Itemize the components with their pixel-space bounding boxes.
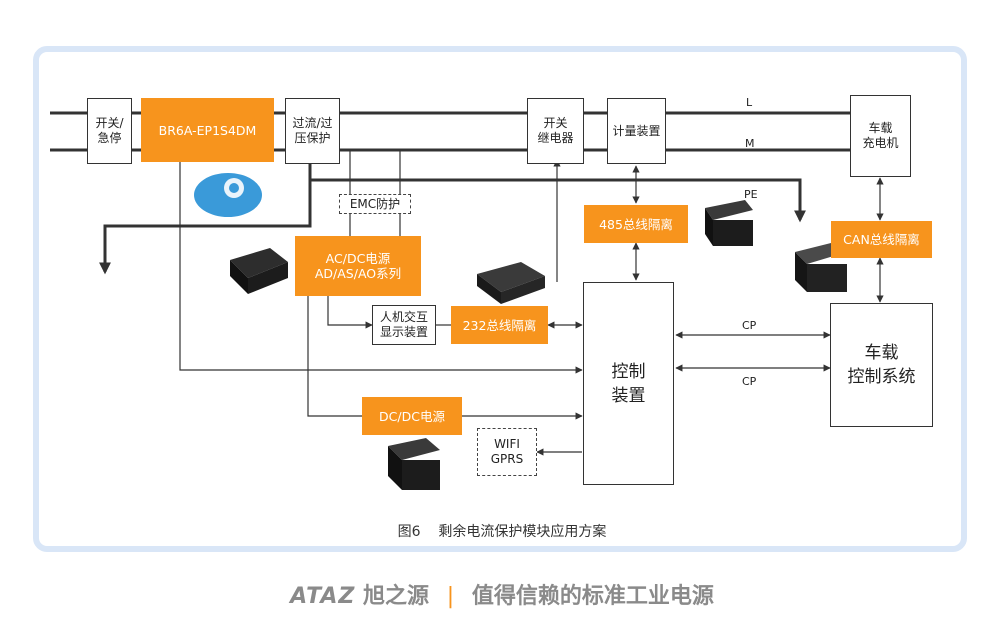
can-isolation-box: CAN总线隔离 bbox=[831, 221, 932, 258]
brand-footer: ATAZ 旭之源 | 值得信赖的标准工业电源 bbox=[0, 578, 1004, 610]
control-device-box: 控制 装置 bbox=[583, 282, 674, 485]
hmi-display-box: 人机交互 显示装置 bbox=[372, 305, 436, 345]
overcurrent-protection-box: 过流/过 压保护 bbox=[285, 98, 340, 164]
brand-slogan: 值得信赖的标准工业电源 bbox=[471, 584, 714, 609]
metering-device-box: 计量装置 bbox=[607, 98, 666, 164]
line-label-cp-upper: CP bbox=[742, 319, 757, 332]
switch-relay-box: 开关 继电器 bbox=[527, 98, 584, 164]
line-label-cp-lower: CP bbox=[742, 375, 757, 388]
acdc-power-box: AC/DC电源 AD/AS/AO系列 bbox=[295, 236, 421, 296]
line-label-l: L bbox=[746, 96, 753, 109]
rs485-isolation-box: 485总线隔离 bbox=[584, 205, 688, 243]
vehicle-control-system-box: 车载 控制系统 bbox=[830, 303, 933, 427]
figure-caption: 图6 剩余电流保护模块应用方案 bbox=[397, 524, 607, 540]
rs232-isolation-box: 232总线隔离 bbox=[451, 306, 548, 344]
vehicle-charger-box: 车载 充电机 bbox=[850, 95, 911, 177]
brand-name: 旭之源 bbox=[363, 584, 430, 609]
product-images bbox=[194, 173, 847, 490]
dcdc-power-box: DC/DC电源 bbox=[362, 397, 462, 435]
switch-emergency-stop-box: 开关/ 急停 bbox=[87, 98, 132, 164]
line-label-pe: PE bbox=[744, 188, 758, 201]
emc-protection-box: EMC防护 bbox=[339, 194, 411, 214]
wifi-gprs-box: WIFI GPRS bbox=[477, 428, 537, 476]
rcd-module-box: BR6A-EP1S4DM bbox=[141, 98, 274, 162]
line-label-m: M bbox=[745, 137, 755, 150]
footer-separator: | bbox=[446, 584, 455, 609]
brand-logo: ATAZ bbox=[290, 584, 356, 609]
